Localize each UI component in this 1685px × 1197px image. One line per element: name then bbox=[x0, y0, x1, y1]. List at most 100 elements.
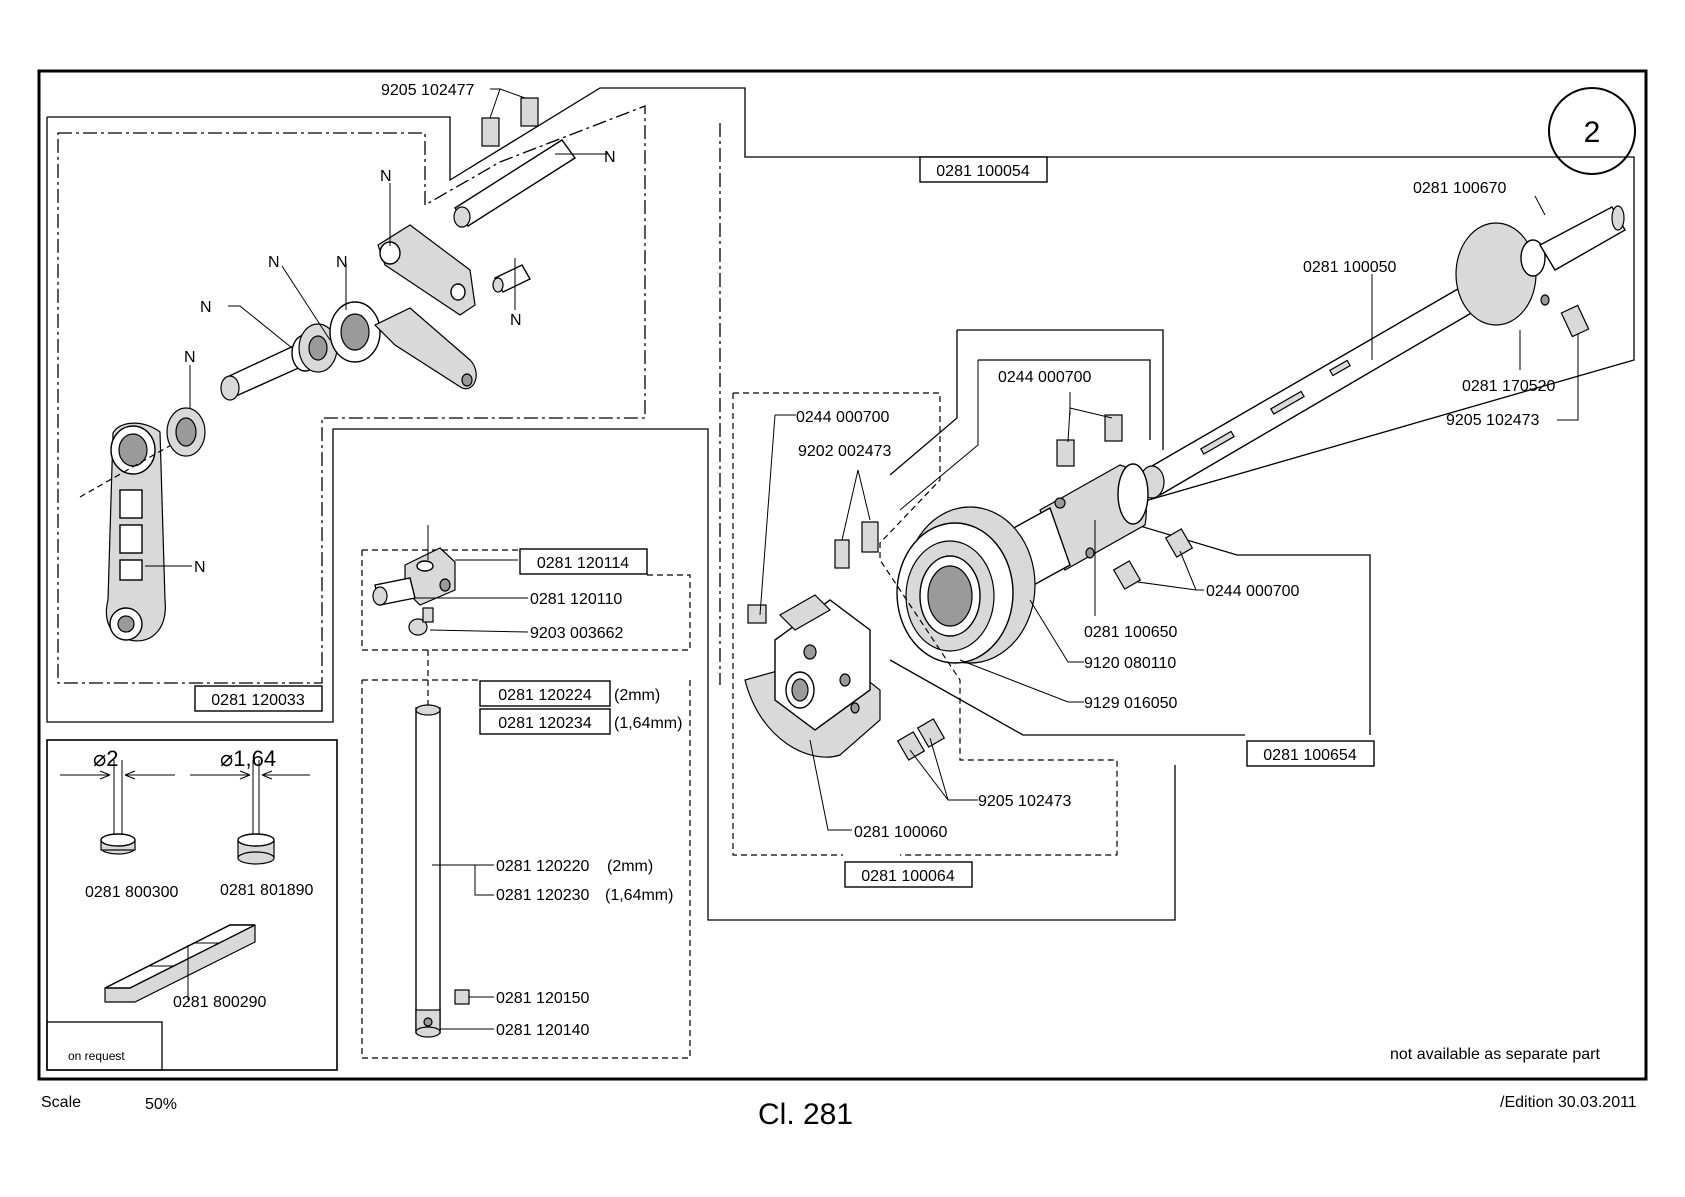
leader-0281-120220-230 bbox=[432, 864, 494, 896]
part-label-0281-100050: 0281 100050 bbox=[1303, 259, 1397, 276]
on-request-box bbox=[46, 1021, 163, 1071]
leader-9205-102473-a bbox=[1557, 334, 1579, 421]
part-note-0281-120220: (2mm) bbox=[607, 858, 653, 875]
leader-9205-102477 bbox=[489, 88, 526, 119]
part-label-0281-120234: 0281 120234 bbox=[498, 715, 592, 732]
part-label-0281-120230: 0281 120230 bbox=[496, 887, 590, 904]
part-note-0281-120224: (2mm) bbox=[614, 687, 660, 704]
leader-9202-002473 bbox=[841, 469, 871, 541]
page-badge-circle bbox=[1548, 87, 1636, 175]
availability-note: not available as separate part bbox=[1390, 1046, 1600, 1063]
part-label-0281-120150: 0281 120150 bbox=[496, 990, 590, 1007]
shaft-flange-part bbox=[1455, 205, 1626, 326]
n-markers: N N N N N N N N bbox=[184, 149, 616, 576]
part-label-0281-100670: 0281 100670 bbox=[1413, 180, 1507, 197]
dashed-box-needle-bar bbox=[361, 679, 691, 1059]
part-label-0281-120033: 0281 120033 bbox=[211, 692, 305, 709]
scale-value: 50% bbox=[145, 1096, 177, 1113]
leader-0244-000700-c bbox=[1137, 550, 1204, 591]
leader-0281-100060 bbox=[809, 739, 852, 831]
part-label-0244-000700-b: 0244 000700 bbox=[998, 369, 1092, 386]
part-label-0244-000700-c: 0244 000700 bbox=[1206, 583, 1300, 600]
gauge-164mm bbox=[190, 760, 310, 865]
shaft-stub-part bbox=[220, 323, 338, 401]
diameter-label-2: ⌀2 bbox=[93, 746, 118, 771]
part-label-0281-170520: 0281 170520 bbox=[1462, 378, 1556, 395]
n-marker: N bbox=[510, 312, 522, 329]
leader-9205-102473-b bbox=[909, 737, 978, 801]
part-label-0281-100054: 0281 100054 bbox=[936, 163, 1030, 180]
assembly-outline-lower bbox=[46, 117, 1176, 921]
scale-label: Scale bbox=[41, 1094, 81, 1111]
box-0281-120234 bbox=[479, 708, 611, 735]
n-marker: N bbox=[380, 168, 392, 185]
part-label-0244-000700-a: 0244 000700 bbox=[796, 409, 890, 426]
part-label-0281-100060: 0281 100060 bbox=[854, 824, 948, 841]
main-shaft-part bbox=[1139, 281, 1486, 499]
part-note-0281-120230: (1,64mm) bbox=[605, 887, 673, 904]
dashed-box-0281-100064 bbox=[733, 392, 1118, 856]
n-marker: N bbox=[604, 149, 616, 166]
part-label-0281-120220: 0281 120220 bbox=[496, 858, 590, 875]
outline-0281-100654-bottom bbox=[889, 659, 1245, 736]
part-label-0281-120114: 0281 120114 bbox=[537, 555, 629, 572]
part-label-0281-800300: 0281 800300 bbox=[85, 884, 179, 901]
part-label-0281-100654: 0281 100654 bbox=[1263, 747, 1357, 764]
part-label-9203-003662: 9203 003662 bbox=[530, 625, 624, 642]
box-0281-100054 bbox=[919, 156, 1048, 183]
set-screw-flange bbox=[1560, 304, 1590, 338]
assembly-outline-main bbox=[47, 87, 1635, 515]
box-0281-120114 bbox=[519, 548, 648, 575]
leader-9203-003662 bbox=[429, 629, 529, 633]
small-pin-part bbox=[492, 264, 531, 293]
box-0281-100654 bbox=[1246, 740, 1375, 767]
part-label-9205-102473-b: 9205 102473 bbox=[978, 793, 1072, 810]
needle-bar-part bbox=[415, 704, 441, 1038]
on-request-label: on request bbox=[68, 1049, 125, 1063]
box-0281-120224 bbox=[479, 680, 611, 707]
hub-outline-left bbox=[889, 330, 958, 476]
n-marker-leaders bbox=[145, 153, 608, 567]
part-label-0281-100064: 0281 100064 bbox=[861, 868, 955, 885]
model-title: Cl. 281 bbox=[758, 1098, 853, 1131]
dashdot-box-lever bbox=[57, 105, 646, 684]
part-label-0281-801890: 0281 801890 bbox=[220, 882, 314, 899]
hub-bushing-part bbox=[1009, 463, 1149, 589]
lever-arm-part bbox=[105, 422, 166, 642]
clamp-screw-part bbox=[408, 607, 434, 636]
support-bar-part bbox=[104, 924, 256, 1003]
edition-date: /Edition 30.03.2011 bbox=[1500, 1094, 1637, 1111]
bearing-ring-part bbox=[166, 407, 206, 457]
clamp-block-part bbox=[744, 594, 881, 758]
part-label-0281-100650: 0281 100650 bbox=[1084, 624, 1178, 641]
diameter-label-164: ⌀1,64 bbox=[220, 746, 276, 771]
hub-outline-top bbox=[957, 329, 1164, 450]
accessories-box bbox=[46, 739, 338, 1071]
gauge-2mm bbox=[60, 760, 175, 855]
part-label-9202-002473: 9202 002473 bbox=[798, 443, 892, 460]
leader-0244-000700-b bbox=[1067, 392, 1113, 443]
part-label-9129-016050: 9129 016050 bbox=[1084, 695, 1178, 712]
pin-rod-part bbox=[453, 139, 577, 228]
hub-inner-outline-left bbox=[899, 360, 979, 511]
needle-clamp-part bbox=[372, 547, 456, 606]
outline-to-0281-100654 bbox=[1099, 513, 1371, 735]
part-label-0281-120224: 0281 120224 bbox=[498, 687, 592, 704]
n-marker: N bbox=[268, 254, 280, 271]
drawing-frame bbox=[37, 69, 1648, 1081]
set-screw-pair-top bbox=[481, 97, 539, 147]
disc-flange-part bbox=[896, 506, 1036, 664]
part-label-0281-120110: 0281 120110 bbox=[530, 591, 622, 608]
n-marker: N bbox=[194, 559, 206, 576]
part-label-0281-800290: 0281 800290 bbox=[173, 994, 267, 1011]
part-label-9120-080110: 9120 080110 bbox=[1084, 655, 1176, 672]
part-label-9205-102473-a: 9205 102473 bbox=[1446, 412, 1540, 429]
hub-inner-outline bbox=[978, 359, 1151, 440]
leader-0244-000700-a bbox=[759, 414, 796, 616]
n-marker: N bbox=[336, 254, 348, 271]
n-marker: N bbox=[184, 349, 196, 366]
part-label-9205-102477: 9205 102477 bbox=[381, 82, 475, 99]
hub-set-screws bbox=[1056, 414, 1194, 590]
leader-9120-080110 bbox=[1029, 599, 1084, 663]
